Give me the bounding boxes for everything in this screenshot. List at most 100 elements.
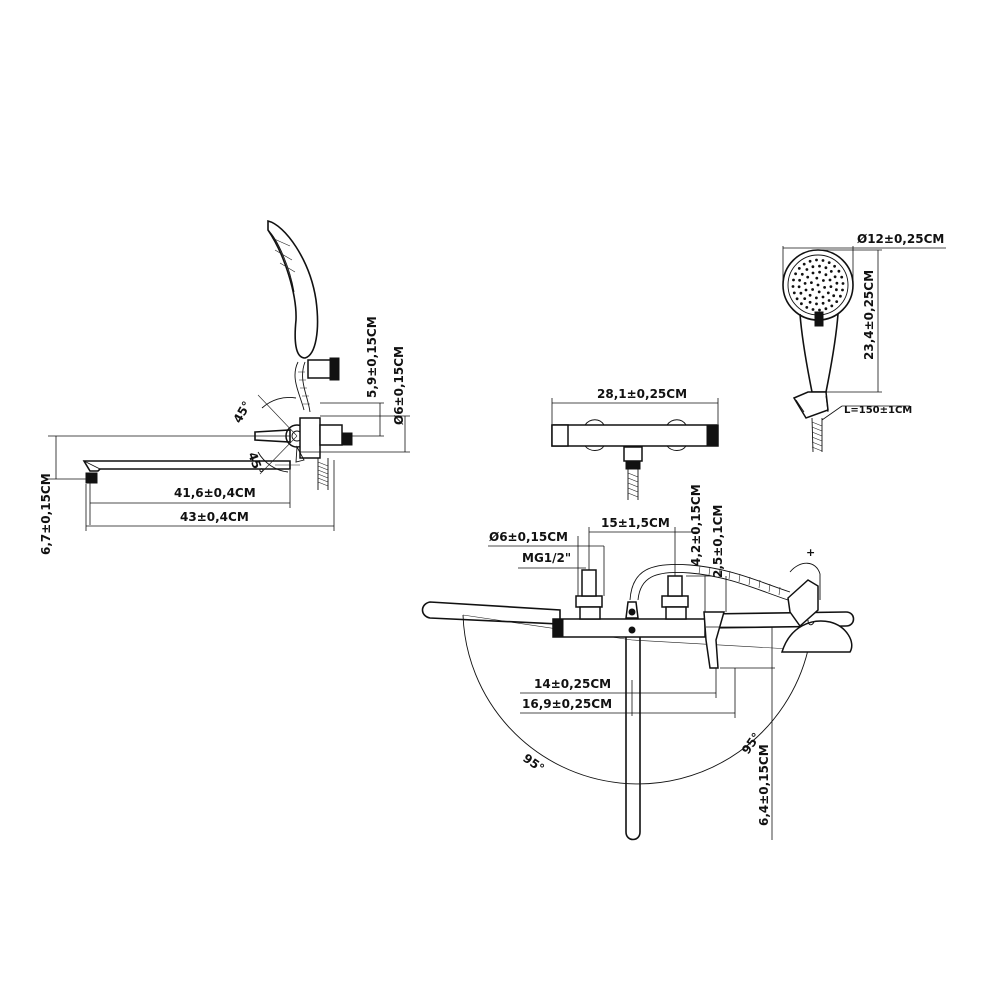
nozzle-dot bbox=[818, 308, 821, 312]
nozzle-dot bbox=[800, 302, 803, 306]
nozzle-dot bbox=[803, 282, 807, 285]
nozzle-dot bbox=[799, 291, 803, 295]
front-handshower-head bbox=[780, 620, 853, 653]
front-inlet-left-stem bbox=[581, 569, 597, 597]
front-cross-mark: + bbox=[806, 546, 815, 559]
dim-43-label: 43±0,4CM bbox=[180, 510, 249, 524]
front-hose-to-shower bbox=[789, 562, 821, 600]
nozzle-dot bbox=[823, 286, 826, 289]
nozzle-dot bbox=[805, 306, 809, 309]
nozzle-dot bbox=[833, 264, 836, 268]
hose-length-label: L=150±1CM bbox=[844, 405, 912, 416]
swing-ref-right bbox=[631, 639, 809, 651]
nozzle-dot bbox=[797, 267, 801, 270]
nozzle-dot bbox=[805, 268, 809, 271]
nozzle-dot bbox=[837, 269, 841, 273]
angle-ref-line bbox=[257, 394, 298, 437]
top-end-cap-left bbox=[551, 424, 569, 447]
top-body bbox=[551, 424, 719, 447]
nozzle-dot bbox=[815, 258, 818, 262]
hose-length-leader bbox=[821, 405, 843, 421]
nozzle-dot bbox=[833, 275, 837, 279]
front-spout-horizontal-2 bbox=[705, 611, 855, 629]
front-spout-horizontal bbox=[421, 601, 561, 625]
angle-arc-lower bbox=[257, 451, 289, 473]
outlet-connector bbox=[341, 432, 353, 446]
dim-234-label: 23,4±0,25CM bbox=[862, 270, 876, 360]
angle-arc-upper bbox=[261, 396, 297, 409]
handshower-hose-ribs bbox=[811, 421, 823, 452]
handshower-holder-detail bbox=[795, 395, 829, 413]
nozzle-dot bbox=[808, 293, 812, 297]
nozzle-dot bbox=[830, 304, 834, 308]
nozzle-dot bbox=[821, 295, 825, 299]
nozzle-dot bbox=[818, 264, 821, 268]
nozzle-dot bbox=[815, 296, 818, 300]
nozzle-dot bbox=[808, 259, 812, 263]
handshower-hose bbox=[811, 417, 823, 453]
front-inlet-left-base bbox=[579, 606, 601, 620]
side-view: 45° 45° 41,6±0,4CM 43±0,4CM 6,7±0,15CM 5… bbox=[39, 219, 410, 555]
top-outlet-nut bbox=[625, 460, 641, 470]
nozzle-dot bbox=[792, 278, 795, 282]
nozzle-dot bbox=[835, 281, 839, 285]
handshower-side-nozzles bbox=[271, 237, 296, 273]
dim-59-label: 5,9±0,15CM bbox=[365, 316, 379, 398]
dim-67-label: 6,7±0,15CM bbox=[39, 473, 53, 555]
front-view: 95° 95° + bbox=[421, 484, 855, 841]
nozzle-dot bbox=[835, 300, 839, 303]
nozzle-dot bbox=[800, 272, 804, 276]
nozzle-dot bbox=[797, 285, 801, 289]
front-body bbox=[552, 618, 706, 638]
top-view: 28,1±0,25CM bbox=[551, 387, 719, 500]
top-hose bbox=[627, 469, 639, 500]
nozzle-dot bbox=[810, 281, 813, 284]
nozzle-dot bbox=[795, 297, 799, 301]
nozzle-dot bbox=[827, 299, 831, 302]
dim-25-label: 2,5±0,1CM bbox=[711, 505, 725, 578]
spout-top-edge bbox=[83, 460, 101, 470]
nozzle-dot bbox=[828, 278, 832, 282]
front-hose bbox=[629, 563, 791, 601]
front-inlet-right-base bbox=[665, 606, 687, 620]
nozzle-dot bbox=[794, 272, 797, 276]
handshower-side-head bbox=[267, 219, 319, 359]
dim-42-label: 4,2±0,15CM bbox=[689, 484, 703, 566]
nozzle-dot bbox=[811, 288, 814, 291]
top-eccentric-left bbox=[584, 419, 605, 451]
nozzle-dot bbox=[811, 265, 815, 269]
dim-14-label: 14±0,25CM bbox=[534, 677, 611, 691]
dim-281-label: 28,1±0,25CM bbox=[597, 387, 687, 401]
top-outlet-connector bbox=[623, 446, 643, 462]
nozzle-dot bbox=[804, 288, 808, 292]
front-handshower-neck bbox=[807, 619, 815, 626]
nozzle-dot bbox=[832, 294, 836, 298]
thread-label: MG1/2" bbox=[522, 551, 571, 565]
front-inlet-right-stem bbox=[667, 575, 683, 597]
nozzle-dot bbox=[829, 285, 833, 288]
dim-41-label: 41,6±0,4CM bbox=[174, 486, 256, 500]
dim-fd6-label: Ø6±0,15CM bbox=[489, 530, 568, 544]
nozzle-dot bbox=[841, 282, 845, 285]
nozzle-dot bbox=[824, 273, 828, 277]
nozzle-dot bbox=[829, 270, 833, 273]
nozzle-dot bbox=[791, 285, 795, 288]
front-hose-2 bbox=[637, 571, 789, 601]
nozzle-dot bbox=[808, 300, 812, 304]
handshower-side-hose-ribs bbox=[298, 371, 310, 405]
top-end-cap-right bbox=[706, 424, 719, 447]
front-hose-ribs bbox=[698, 565, 781, 596]
front-spout-vertical bbox=[625, 635, 641, 841]
dim-d12-label: Ø12±0,25CM bbox=[857, 232, 944, 246]
nozzle-dot bbox=[841, 288, 844, 292]
angle-label-lower: 45° bbox=[245, 450, 266, 476]
nozzle-dot bbox=[811, 308, 815, 311]
nozzle-dot bbox=[821, 259, 825, 262]
handshower-side-face bbox=[267, 229, 295, 293]
nozzle-dot bbox=[840, 275, 844, 279]
nozzle-dot bbox=[826, 291, 830, 295]
front-inlet-right-nut bbox=[661, 595, 689, 608]
dim-169-label: 16,9±0,25CM bbox=[522, 697, 612, 711]
angle-ref-line-2 bbox=[259, 435, 298, 475]
nozzle-dot bbox=[815, 302, 818, 306]
